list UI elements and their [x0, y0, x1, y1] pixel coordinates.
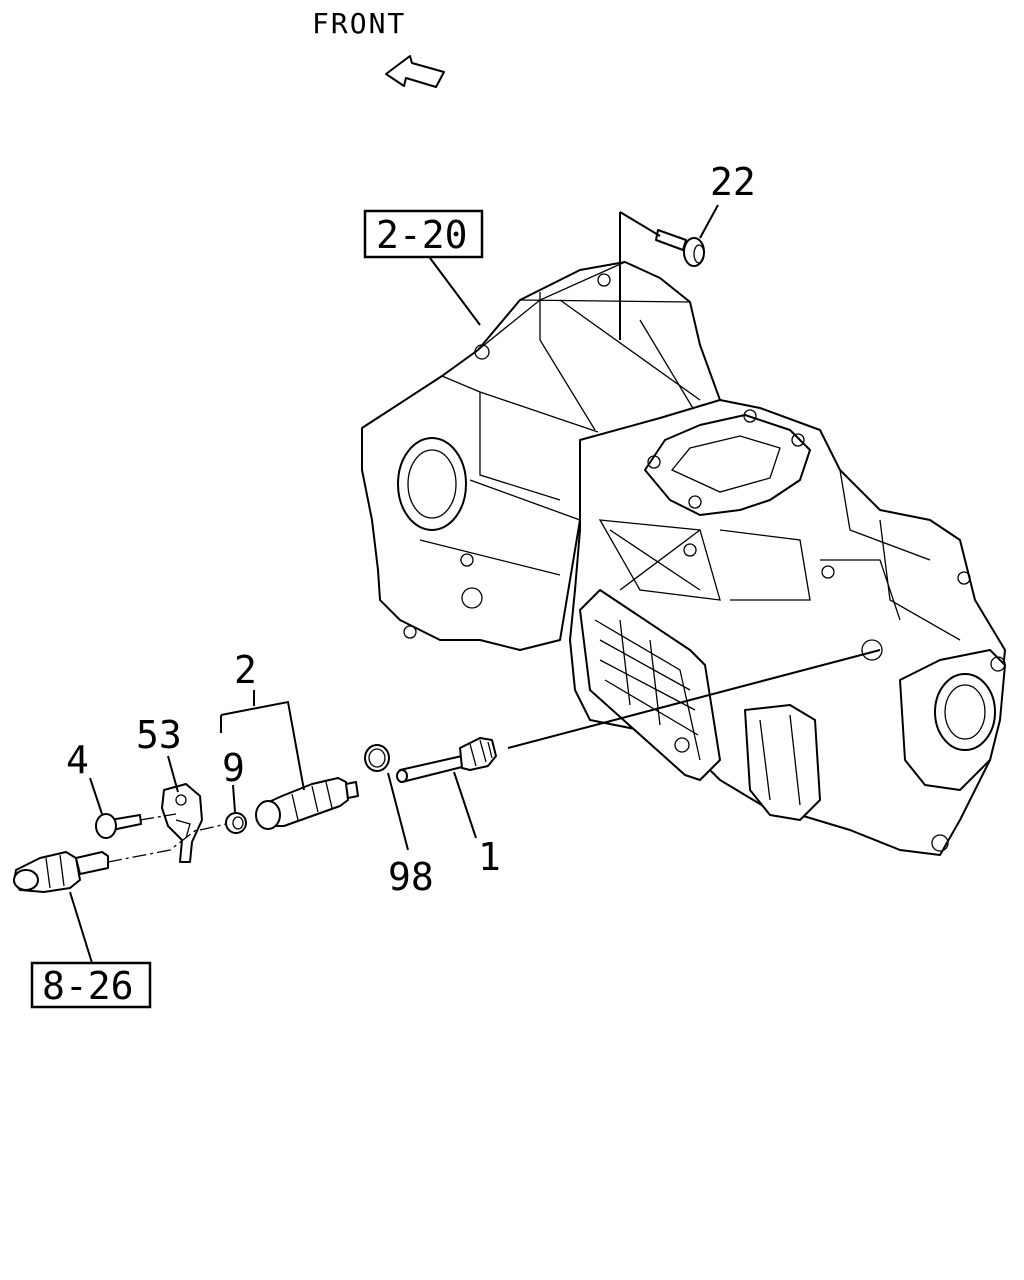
- transmission-housing: [361, 261, 1006, 856]
- sensor-ref-box: [30, 961, 152, 1009]
- bolt-22-shank: [655, 229, 687, 251]
- front-indicator: FRONT: [312, 7, 445, 88]
- bolt-4-head: [95, 813, 117, 839]
- top-cover: [644, 414, 811, 516]
- housing-ref-box: [363, 209, 484, 259]
- callout-2: 2: [234, 648, 257, 692]
- lower-cover: [744, 704, 821, 821]
- front-arrow-icon: [385, 55, 445, 88]
- bolt-22: [655, 229, 705, 267]
- callout-8-26: 8-26: [42, 964, 134, 1008]
- callout-2-20: 2-20: [376, 213, 468, 257]
- callout-22: 22: [710, 160, 756, 204]
- front-label: FRONT: [312, 7, 406, 40]
- callout-98: 98: [388, 855, 434, 899]
- callouts: 2-20 22 2 53 4 9 98 1 8-26: [30, 160, 756, 1009]
- callout-9: 9: [222, 746, 245, 790]
- callout-1: 1: [478, 835, 501, 879]
- callout-53: 53: [136, 713, 182, 757]
- leader-lines: [69, 204, 881, 964]
- callout-4: 4: [66, 738, 89, 782]
- driven-gear-teeth: [459, 737, 497, 771]
- plate-53: [161, 783, 203, 863]
